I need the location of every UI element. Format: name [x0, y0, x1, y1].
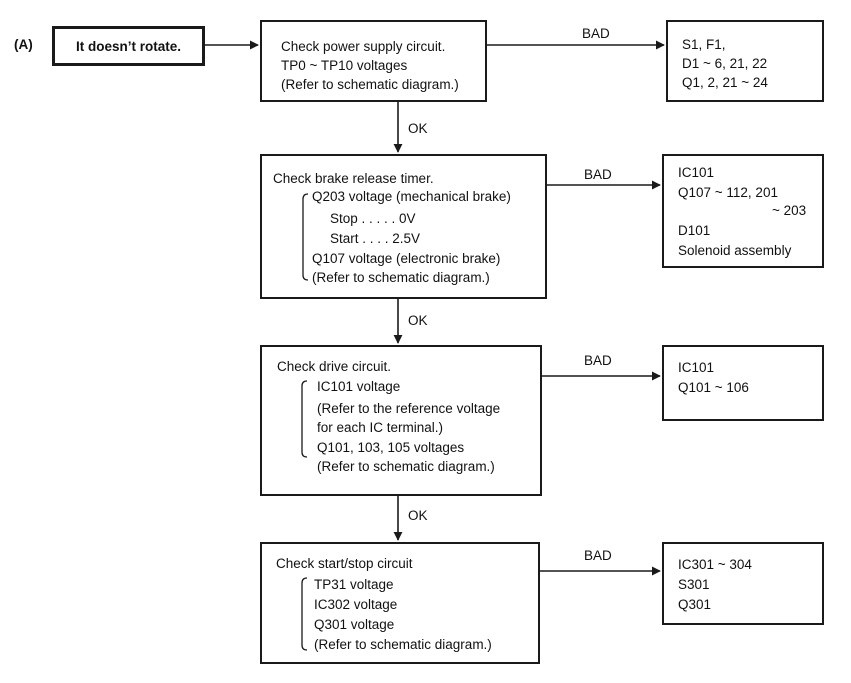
check-line: Check start/stop circuit [276, 556, 413, 571]
bad-label: BAD [584, 167, 612, 182]
check-line: Check brake release timer. [273, 171, 434, 186]
part-item: IC101 [678, 165, 715, 180]
check-line: (Refer to schematic diagram.) [314, 637, 492, 652]
check-line: TP31 voltage [314, 577, 394, 592]
check-line: Check power supply circuit. [281, 39, 446, 54]
ok-label: OK [408, 508, 428, 523]
start-text: It doesn’t rotate. [75, 39, 181, 54]
part-item: Q301 [678, 597, 712, 612]
check-box-drive-circuit: Check drive circuit. IC101 voltage (Refe… [260, 345, 542, 496]
check-line: Q107 voltage (electronic brake) [312, 251, 501, 266]
check-line: Q203 voltage (mechanical brake) [312, 189, 511, 204]
check-line: Q301 voltage [314, 617, 395, 632]
start-box: It doesn’t rotate. [52, 26, 205, 66]
check-line: TP0 ~ TP10 voltages [281, 58, 408, 73]
bad-label: BAD [582, 26, 610, 41]
parts-box-start-stop: IC301 ~ 304 S301 Q301 [662, 542, 824, 625]
check-line: Q101, 103, 105 voltages [317, 440, 465, 455]
check-box-start-stop: Check start/stop circuit TP31 voltage IC… [260, 542, 540, 664]
bad-label: BAD [584, 353, 612, 368]
part-item: IC101 [678, 360, 715, 375]
check-line: Start . . . . 2.5V [330, 231, 421, 246]
part-item: Q107 ~ 112, 201 [678, 185, 778, 200]
ok-label: OK [408, 121, 428, 136]
parts-box-power-supply: S1, F1, D1 ~ 6, 21, 22 Q1, 2, 21 ~ 24 [666, 20, 824, 102]
check-box-brake-release: Check brake release timer. Q203 voltage … [260, 154, 547, 299]
part-item: Q1, 2, 21 ~ 24 [682, 75, 768, 90]
part-item: S301 [678, 577, 710, 592]
part-item: Q101 ~ 106 [678, 380, 749, 395]
check-line: for each IC terminal.) [317, 420, 444, 435]
check-line: IC302 voltage [314, 597, 398, 612]
check-line: (Refer to schematic diagram.) [312, 270, 490, 285]
parts-box-brake-release: IC101 Q107 ~ 112, 201 ~ 203 D101 Solenoi… [662, 154, 824, 268]
bracket-icon [302, 193, 309, 281]
check-line: IC101 voltage [317, 379, 401, 394]
section-label: (A) [14, 37, 33, 52]
ok-label: OK [408, 313, 428, 328]
part-item: D101 [678, 223, 711, 238]
part-item: D1 ~ 6, 21, 22 [682, 56, 768, 71]
check-line: Stop . . . . . 0V [330, 211, 416, 226]
check-box-power-supply: Check power supply circuit. TP0 ~ TP10 v… [260, 20, 487, 102]
part-item: IC301 ~ 304 [678, 557, 752, 572]
check-line: (Refer to schematic diagram.) [317, 459, 495, 474]
parts-box-drive-circuit: IC101 Q101 ~ 106 [662, 345, 824, 421]
check-line: (Refer to schematic diagram.) [281, 77, 459, 92]
check-line: Check drive circuit. [277, 359, 392, 374]
bad-label: BAD [584, 548, 612, 563]
check-line: (Refer to the reference voltage [317, 401, 501, 416]
bracket-icon [301, 577, 308, 651]
part-item: S1, F1, [682, 37, 726, 52]
part-item: Solenoid assembly [678, 243, 792, 258]
part-item: ~ 203 [772, 203, 807, 218]
bracket-icon [301, 380, 308, 458]
